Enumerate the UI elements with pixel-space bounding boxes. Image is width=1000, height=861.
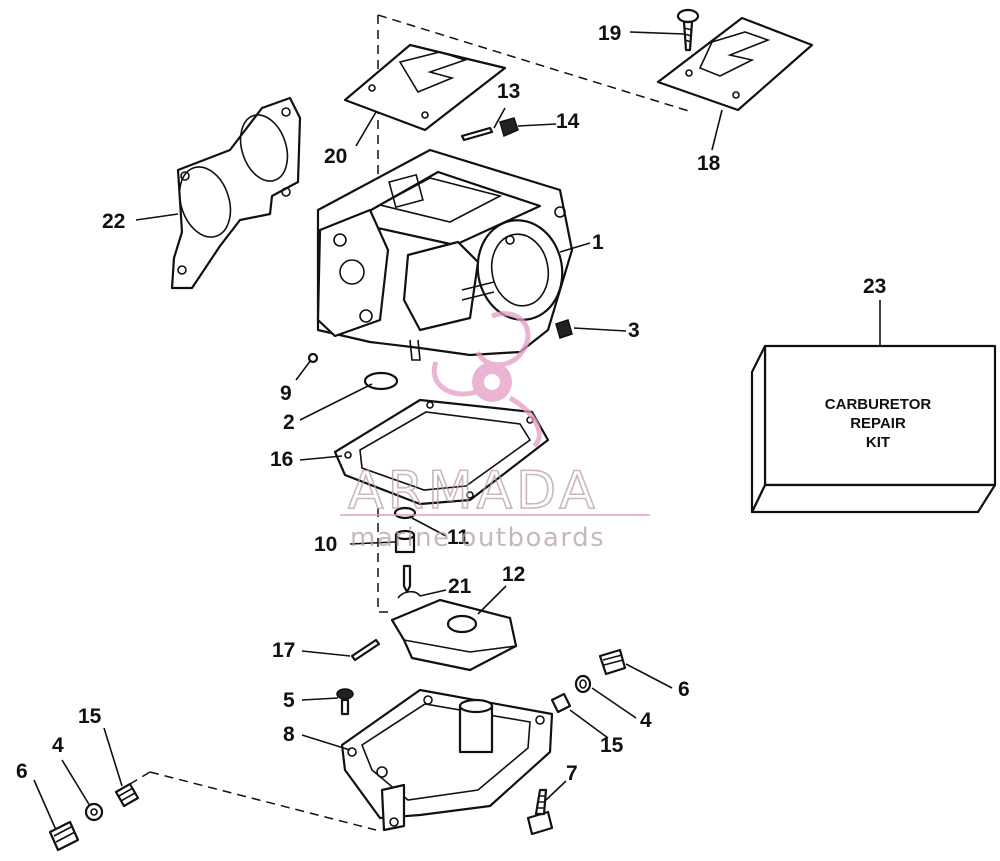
part-6-plug-right (598, 648, 627, 676)
callout-7: 7 (566, 762, 578, 785)
kit-box-line-3: KIT (866, 434, 890, 451)
callout-14: 14 (556, 110, 580, 133)
part-15-jet-left (114, 782, 140, 808)
callout-9: 9 (280, 382, 292, 405)
callout-10: 10 (314, 533, 337, 556)
part-14-plug (499, 117, 519, 138)
callout-15-left: 15 (78, 705, 102, 728)
callout-1: 1 (592, 231, 604, 254)
part-19-screw (676, 8, 700, 52)
leader-lines (33, 31, 881, 831)
callout-4-left: 4 (52, 734, 64, 757)
armada-watermark: ARMADA marine outboards (340, 311, 650, 553)
part-23-repair-kit-box: CARBURETOR REPAIR KIT (750, 344, 997, 514)
propeller-logo (431, 311, 542, 448)
part-5-screw (336, 688, 354, 716)
callout-19: 19 (598, 22, 621, 45)
part-22-flange-gasket (170, 96, 302, 290)
callout-22: 22 (102, 210, 125, 233)
part-7-bolt (526, 788, 554, 836)
part-13-pin (460, 126, 494, 142)
callout-4-right: 4 (640, 709, 652, 732)
kit-box-line-1: CARBURETOR (825, 396, 932, 413)
part-4-washer-left (84, 802, 104, 822)
part-1-carburetor-body (316, 148, 574, 361)
part-15-jet-right (550, 692, 572, 714)
part-2-disc (363, 371, 399, 391)
part-4-washer-right (574, 674, 592, 694)
part-18-cover-plate (656, 16, 814, 112)
callout-6-left: 6 (16, 760, 28, 783)
callout-11: 11 (447, 526, 470, 549)
callout-17: 17 (272, 639, 295, 662)
part-12-float (390, 598, 518, 672)
callout-15-right: 15 (600, 734, 624, 757)
callout-12: 12 (502, 563, 525, 586)
callout-5: 5 (283, 689, 295, 712)
callout-23: 23 (863, 275, 886, 298)
callout-18: 18 (697, 152, 721, 175)
callout-20: 20 (324, 145, 347, 168)
kit-box-line-2: REPAIR (850, 415, 906, 432)
callout-13: 13 (497, 80, 520, 103)
callout-2: 2 (283, 411, 295, 434)
part-3-screw (555, 319, 573, 339)
part-20-cover-plate (343, 43, 507, 132)
callout-labels: 1 2 3 4 4 5 6 6 7 8 9 10 11 12 13 14 15 … (16, 22, 886, 785)
part-21-needle (397, 564, 421, 599)
part-17-float-pin (350, 638, 381, 662)
watermark-tagline: marine outboards (350, 523, 605, 553)
callout-3: 3 (628, 319, 640, 342)
part-6-plug-left (48, 820, 80, 852)
callout-6-right: 6 (678, 678, 690, 701)
callout-21: 21 (448, 575, 472, 598)
part-10-needle-seat (394, 529, 416, 554)
part-8-float-bowl (340, 688, 554, 832)
callout-16: 16 (270, 448, 293, 471)
watermark-brand: ARMADA (348, 461, 599, 521)
callout-8: 8 (283, 723, 295, 746)
